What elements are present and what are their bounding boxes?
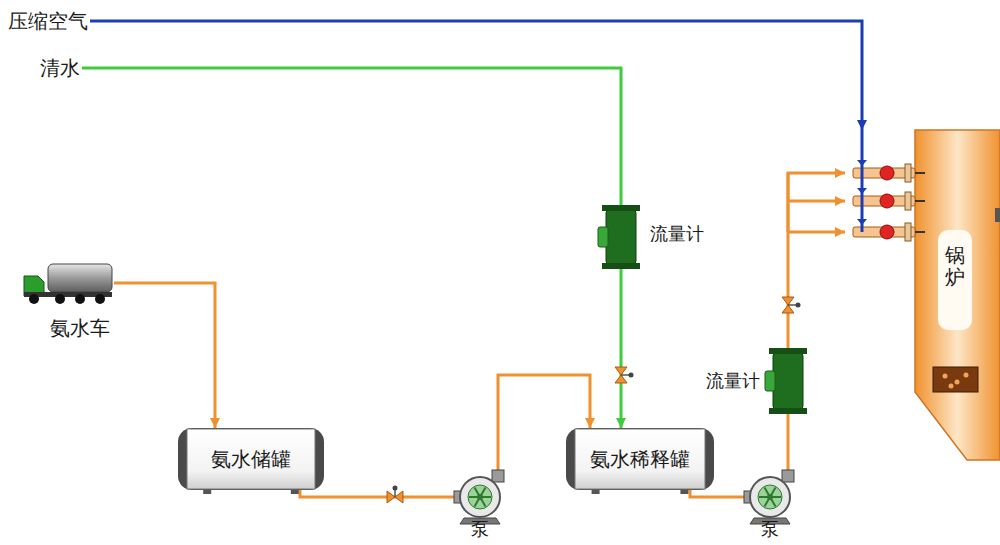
equipment-label: 氨水储罐	[211, 447, 291, 471]
pipe-connector	[82, 68, 621, 205]
source-label: 清水	[40, 56, 80, 80]
valve-symbol	[387, 486, 403, 504]
source-label: 压缩空气	[6, 8, 90, 34]
tank-body	[575, 429, 705, 489]
equipment-label: 泵	[471, 520, 489, 538]
valve-symbol	[615, 367, 634, 383]
fire-dot	[964, 373, 969, 378]
injector-flange	[905, 164, 911, 182]
source-label: 压缩空气	[8, 9, 88, 33]
meter-flange	[602, 205, 640, 211]
boiler-window	[938, 230, 972, 330]
pump-outlet	[492, 470, 504, 482]
injector-tip	[915, 231, 925, 233]
tank-leg	[592, 490, 600, 494]
injector-tip	[915, 172, 925, 174]
truck-wheel	[75, 294, 85, 304]
pipe-connector	[690, 490, 744, 497]
injector-valve	[880, 194, 894, 208]
truck-wheel	[29, 294, 39, 304]
pipe-connector	[620, 269, 623, 428]
fire-dot	[949, 384, 954, 389]
dilution-tank: 氨水稀释罐	[566, 428, 714, 490]
equipment-label: 氨水稀释罐	[590, 447, 690, 471]
fire-dot	[955, 380, 960, 385]
branch-arrow	[788, 232, 845, 233]
equipment-label: 氨水车	[50, 316, 110, 340]
equipment-label: 泵	[761, 520, 779, 538]
pipe-connector	[788, 173, 845, 348]
equipment-label: 流量计	[650, 223, 704, 245]
truck-wheel	[55, 294, 65, 304]
pump-casing	[750, 477, 790, 517]
pump-hub	[477, 494, 483, 500]
pump-icon	[744, 470, 796, 524]
tank-end-caps	[566, 428, 714, 490]
branch-pipe	[788, 201, 845, 232]
meter-flange	[769, 408, 807, 414]
pump-icon	[454, 470, 506, 524]
tank-truck: 氨水车	[22, 262, 114, 304]
pump-casing	[460, 477, 500, 517]
air-arrow	[857, 219, 867, 225]
branch-arrow	[788, 201, 845, 202]
storage-tank: 氨水储罐	[178, 428, 324, 490]
boiler-icon	[845, 130, 1000, 460]
boiler-body	[915, 130, 1000, 460]
pump-symbol: 泵	[744, 470, 796, 524]
pipe-connector	[114, 283, 215, 428]
meter-icon	[768, 348, 808, 414]
meter-flange	[602, 263, 640, 269]
truck-wheel	[95, 294, 105, 304]
pipe-connector	[90, 21, 862, 130]
tank-leg	[291, 490, 299, 494]
meter-body	[606, 210, 636, 264]
meter-display	[598, 227, 608, 247]
air-arrow	[857, 160, 867, 166]
tank-end-caps	[178, 428, 324, 490]
pump-outlet	[782, 470, 794, 482]
injector-valve	[880, 166, 894, 180]
boiler-port	[995, 208, 1000, 222]
pump-hub	[767, 494, 773, 500]
fire-dot	[943, 374, 948, 379]
pump-impeller	[468, 485, 492, 509]
pipe-connector	[300, 490, 454, 497]
tank-leg	[203, 490, 211, 494]
equipment-label: 锅炉	[945, 244, 965, 288]
pipe-connector	[787, 414, 790, 470]
meter-icon	[598, 205, 644, 269]
meter-body	[773, 353, 803, 409]
tank-body	[187, 429, 315, 489]
equipment-label: 流量计	[706, 370, 760, 392]
flow-meter: 流量计	[598, 205, 644, 269]
injector-flange	[905, 192, 911, 210]
air-arrow	[857, 188, 867, 194]
air-branch-pipe	[861, 130, 864, 232]
branch-pipe	[787, 173, 790, 232]
boiler: 锅炉	[845, 130, 1000, 460]
truck-icon	[22, 262, 114, 304]
tank-leg	[680, 490, 688, 494]
flow-meter: 流量计	[768, 348, 808, 414]
meter-display	[765, 371, 775, 391]
injector-tip	[915, 200, 925, 202]
pump-impeller	[758, 485, 782, 509]
source-label: 清水	[38, 55, 82, 81]
truck-tank	[48, 264, 112, 292]
injector-flange	[905, 223, 911, 241]
pump-symbol: 泵	[454, 470, 506, 524]
injector-valve	[880, 225, 894, 239]
meter-flange	[769, 348, 807, 354]
valve-symbol	[782, 297, 801, 313]
furnace-door	[933, 367, 978, 392]
